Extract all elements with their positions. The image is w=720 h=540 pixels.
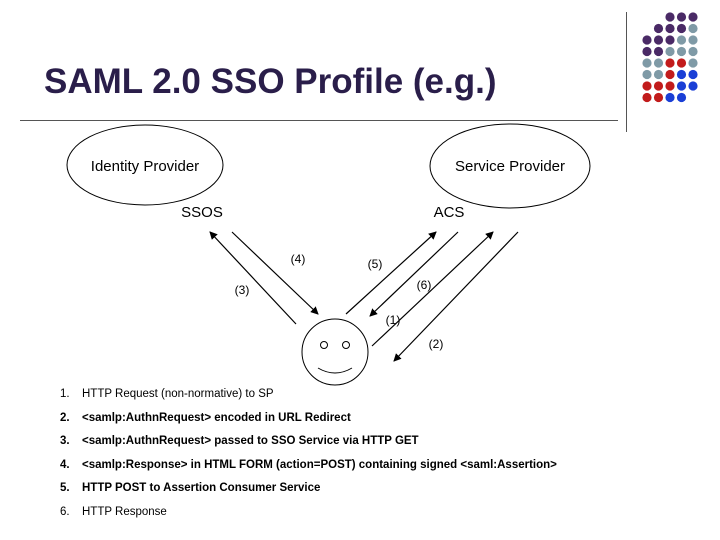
decorative-dot: [653, 35, 664, 45]
step-number: 4.: [60, 458, 70, 471]
decorative-dot: [688, 46, 698, 57]
decorative-dot: [653, 69, 664, 80]
decorative-dot: [688, 23, 698, 34]
arrow-1: [371, 231, 494, 347]
decorative-dot: [642, 58, 652, 68]
step-number: 1.: [60, 388, 70, 400]
decorative-dot: [676, 46, 687, 57]
step-text: HTTP POST to Assertion Consumer Service: [82, 482, 321, 495]
decorative-dot: [653, 81, 664, 91]
decorative-dot: [676, 69, 687, 80]
decorative-dot: [688, 58, 698, 68]
decorative-dot: [642, 92, 652, 103]
step-text: HTTP Request (non-normative) to SP: [82, 388, 274, 400]
identity-provider-ellipse: [66, 124, 224, 206]
decorative-dot: [665, 12, 675, 22]
decorative-dot: [688, 12, 698, 22]
arrow-2: [393, 231, 519, 362]
horizontal-divider: [20, 120, 618, 121]
decorative-dot: [676, 81, 687, 91]
step-text: <samlp:AuthnRequest> passed to SSO Servi…: [82, 435, 419, 448]
arrow-label-6: (6): [417, 278, 432, 292]
step-text: <samlp:Response> in HTML FORM (action=PO…: [82, 458, 557, 471]
arrow-label-2: (2): [429, 337, 444, 351]
decorative-dot: [676, 23, 687, 34]
decorative-dot: [688, 35, 698, 45]
decorative-dot: [665, 58, 675, 68]
decorative-dot: [676, 35, 687, 45]
decorative-dot: [653, 92, 664, 103]
decorative-dot: [642, 81, 652, 91]
slide-title: SAML 2.0 SSO Profile (e.g.): [44, 62, 497, 101]
decorative-dot: [676, 92, 687, 103]
decorative-dot: [665, 81, 675, 91]
decorative-dot: [665, 69, 675, 80]
decorative-dot: [653, 23, 664, 34]
arrow-6: [369, 231, 459, 317]
arrow-label-4: (4): [291, 252, 306, 266]
step-text: HTTP Response: [82, 505, 167, 518]
vertical-divider: [626, 12, 627, 132]
step-number: 3.: [60, 435, 70, 448]
acs-label: ACS: [434, 204, 465, 221]
decorative-dot: [642, 46, 652, 57]
arrow-label-3: (3): [235, 283, 250, 297]
step-text: <samlp:AuthnRequest> encoded in URL Redi…: [82, 411, 351, 424]
decorative-dot: [665, 46, 675, 57]
decorative-dot: [642, 35, 652, 45]
ssos-label: SSOS: [181, 204, 223, 221]
service-provider-ellipse: [429, 123, 591, 209]
smiley-face-icon: [301, 318, 369, 386]
decorative-dot: [665, 23, 675, 34]
arrow-3: [209, 231, 297, 325]
decorative-dot: [676, 12, 687, 22]
decorative-dot: [642, 69, 652, 80]
arrow-4: [231, 231, 319, 315]
identity-provider-label: Identity Provider: [91, 158, 199, 175]
arrow-5: [345, 231, 437, 315]
decorative-dot: [676, 58, 687, 68]
decorative-dot: [653, 58, 664, 68]
decorative-dot: [653, 46, 664, 57]
decorative-dot: [665, 35, 675, 45]
decorative-dot: [688, 81, 698, 91]
arrow-label-5: (5): [368, 257, 383, 271]
decorative-dot: [665, 92, 675, 103]
service-provider-label: Service Provider: [455, 158, 565, 175]
step-number: 5.: [60, 482, 70, 495]
step-number: 2.: [60, 411, 70, 424]
decorative-dot: [688, 69, 698, 80]
arrow-label-1: (1): [386, 313, 401, 327]
step-number: 6.: [60, 505, 70, 518]
